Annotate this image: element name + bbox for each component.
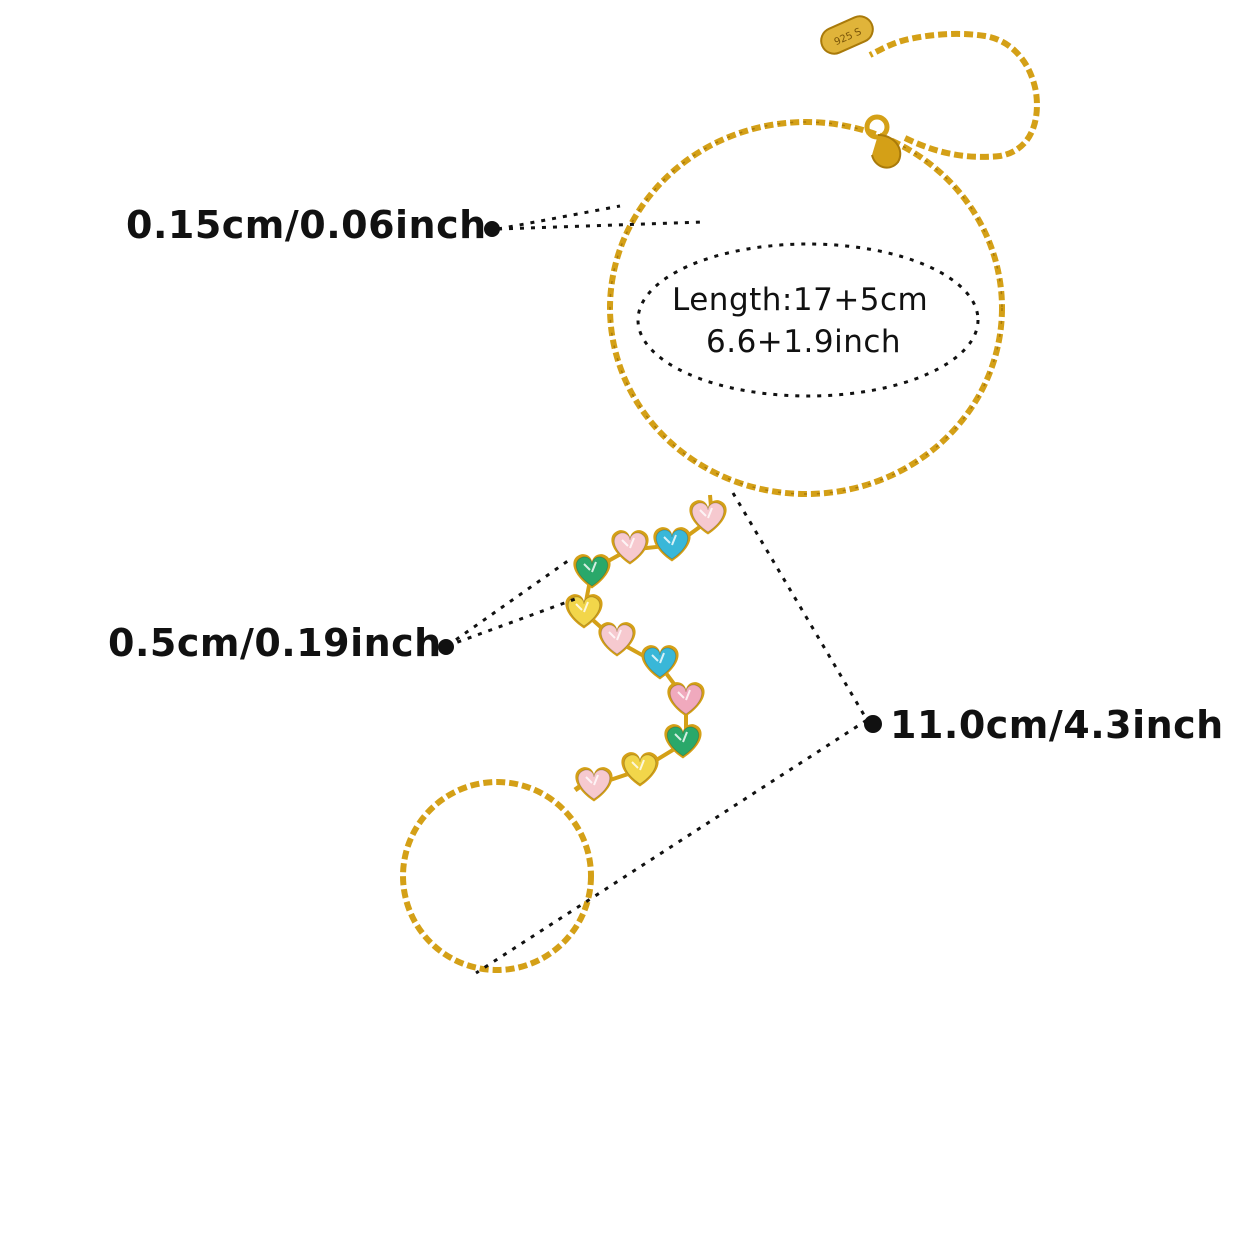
bullet-drop	[864, 715, 882, 733]
guide-line-drop	[475, 492, 870, 975]
guide-line-wire	[497, 204, 704, 231]
lobster-clasp	[864, 114, 902, 169]
bullet-stone	[438, 639, 454, 655]
gemstone-heart	[641, 645, 679, 680]
gemstone-heart	[598, 622, 636, 657]
extender-chain	[868, 30, 1040, 160]
stone-size-label: 0.5cm/0.19inch	[108, 621, 442, 665]
bracelet-chain-inner	[609, 121, 1003, 495]
gemstone-heart	[573, 554, 611, 589]
gemstone-heart	[565, 594, 603, 629]
gemstone-heart	[611, 530, 649, 565]
gemstone-heart	[575, 767, 613, 802]
length-label-imperial: 6.6+1.9inch	[706, 324, 902, 360]
gemstone-heart	[689, 500, 727, 535]
bullet-wire	[484, 221, 500, 237]
finger-ring	[400, 779, 594, 973]
gemstone-links	[565, 500, 727, 802]
gemstone-heart	[621, 752, 659, 787]
guide-line-stone	[446, 556, 579, 648]
wire-thickness-label: 0.15cm/0.06inch	[126, 203, 487, 247]
drop-length-label: 11.0cm/4.3inch	[890, 703, 1224, 747]
gemstone-heart	[667, 682, 705, 717]
length-callout-outline	[636, 242, 980, 398]
brand-tag: 925 S	[820, 15, 874, 55]
gemstone-heart	[664, 724, 702, 759]
length-label-metric: Length:17+5cm	[672, 282, 929, 318]
gemstone-heart	[653, 527, 691, 562]
